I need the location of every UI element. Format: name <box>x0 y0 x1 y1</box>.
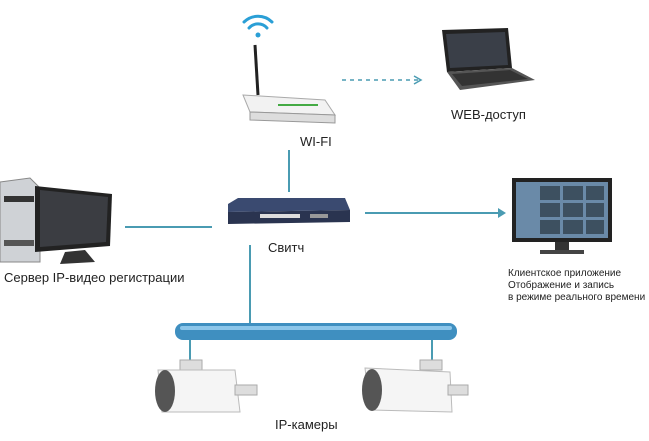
wifi-signal-icon <box>242 14 274 38</box>
camera-bus <box>175 323 457 340</box>
ip-cameras-label: IP-камеры <box>275 417 338 432</box>
router-icon <box>242 44 336 124</box>
client-label-line1: Клиентское приложение <box>508 268 622 279</box>
wifi-label: WI-FI <box>300 134 332 149</box>
dashed-arrow-web <box>342 75 423 85</box>
switch-label: Свитч <box>268 240 305 255</box>
web-access-label: WEB-доступ <box>451 107 526 122</box>
client-app-label: Клиентское приложение Отображение и запи… <box>508 268 645 304</box>
arrow-client <box>365 208 506 218</box>
switch-icon <box>228 198 350 224</box>
ip-camera-icon <box>362 359 469 413</box>
client-monitor-icon <box>512 178 612 254</box>
laptop-icon <box>442 28 535 90</box>
server-label: Сервер IP-видео регистрации <box>4 270 185 285</box>
ip-camera-icon <box>155 359 258 413</box>
client-label-line2: Отображение и запись <box>508 280 615 291</box>
client-label-line3: в режиме реального времени <box>508 292 646 303</box>
server-pc-icon <box>0 177 112 264</box>
